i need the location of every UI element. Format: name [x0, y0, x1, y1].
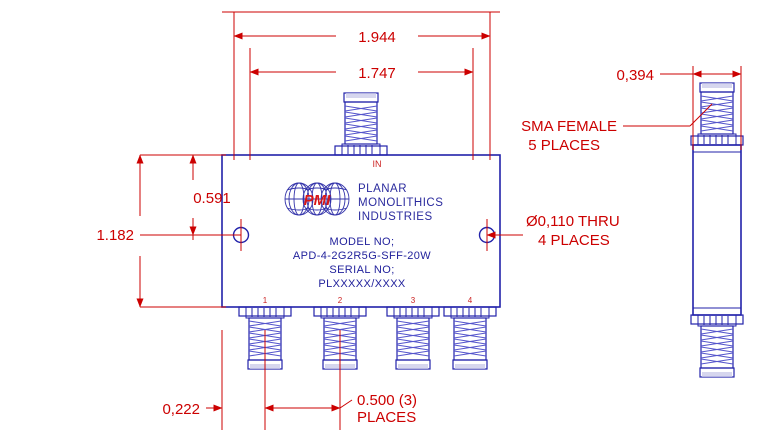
model-label: MODEL NO; [330, 236, 395, 248]
callout-hole-line1: Ø0,110 THRU [526, 213, 620, 230]
port-label-input: IN [373, 159, 382, 169]
dim-port-pitch-suffix: PLACES [357, 409, 416, 426]
port-label-4: 4 [468, 296, 473, 305]
callout-connector-type-line2: 5 PLACES [528, 137, 600, 154]
dim-side-thickness: 0,394 [616, 67, 654, 84]
dim-port-pitch: 0.500 (3) [357, 392, 417, 409]
dim-edge-to-first-port: 0,222 [162, 401, 200, 418]
serial-label: SERIAL NO; [329, 264, 394, 276]
brand-line-1: PLANAR [358, 183, 407, 195]
pmi-logo-globe [284, 182, 350, 216]
dim-hole-to-top: 0.591 [193, 190, 231, 207]
port-label-2: 2 [338, 296, 343, 305]
dim-overall-width: 1.944 [358, 29, 396, 46]
model-number: APD-4-2G2R5G-SFF-20W [293, 250, 431, 262]
pmi-logo-text: PMI [304, 192, 332, 209]
brand-line-3: INDUSTRIES [358, 211, 433, 223]
brand-line-2: MONOLITHICS [358, 197, 443, 209]
callout-hole-line2: 4 PLACES [538, 232, 610, 249]
serial-number: PLXXXXX/XXXX [318, 278, 406, 290]
port-label-3: 3 [411, 296, 416, 305]
callout-connector-type-line1: SMA FEMALE [521, 118, 617, 135]
dim-body-height: 1.182 [96, 227, 134, 244]
dim-connector-span: 1.747 [358, 65, 396, 82]
port-label-1: 1 [263, 296, 268, 305]
